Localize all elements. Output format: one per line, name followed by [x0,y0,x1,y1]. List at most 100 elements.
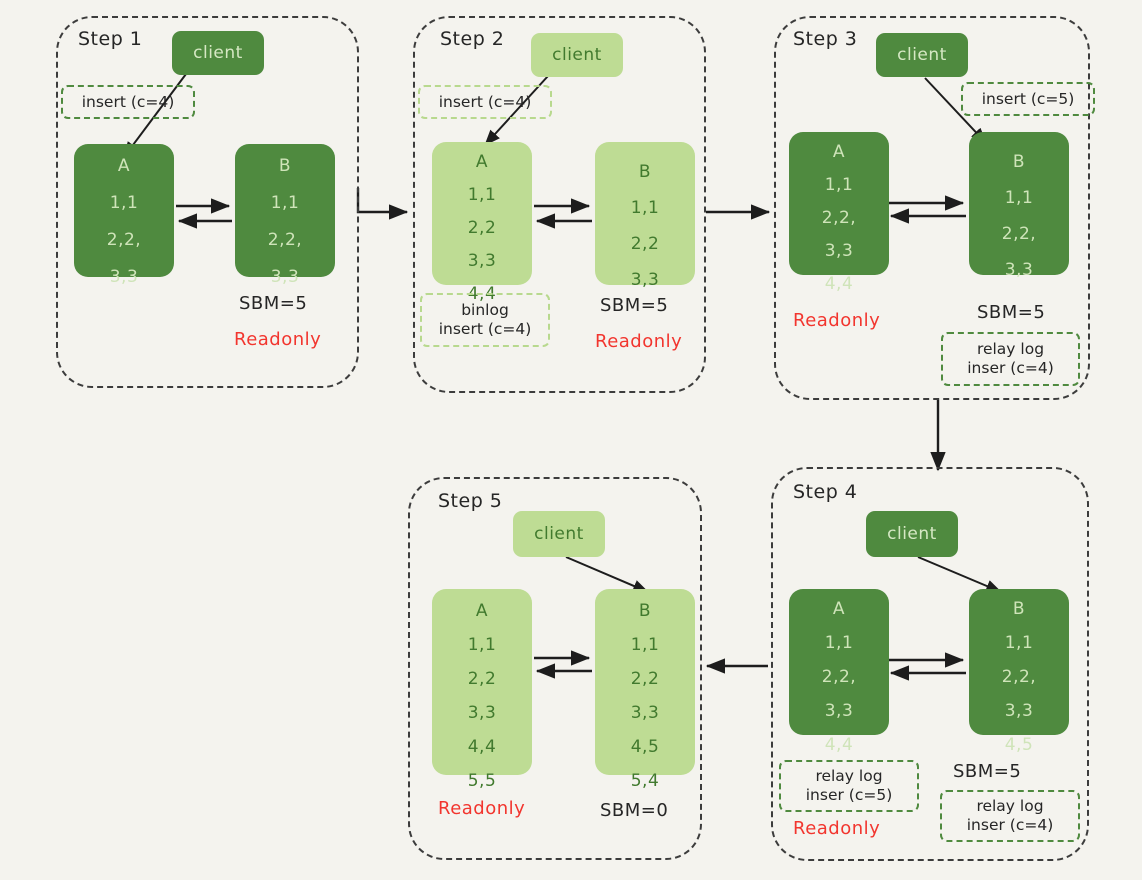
caption-readonly-step4: Readonly [793,818,881,839]
node-row: 2,2 [630,669,660,689]
node-label: B [1012,152,1026,172]
client-box-step2[interactable]: client [531,33,623,77]
node-a-step4[interactable]: A 1,1 2,2, 3,3 4,4 [789,589,889,754]
node-row: 2,2, [1001,224,1037,244]
node-row: 1,1 [1004,633,1034,653]
note-insert-step3: insert (c=5) [961,82,1095,116]
node-row: 1,1 [630,635,660,655]
node-b-step1[interactable]: B 1,1 2,2, 3,3 [235,144,335,286]
note-line: insert (c=4) [81,92,175,111]
node-row: 1,1 [109,193,139,213]
caption-readonly-step3: Readonly [793,310,881,331]
node-row: 3,3 [1004,701,1034,721]
node-a-step1[interactable]: A 1,1 2,2, 3,3 [74,144,174,286]
caption-sbm-step1: SBM=5 [239,293,308,314]
node-row: 4,5 [630,737,660,757]
node-label: B [1012,599,1026,619]
step-title-1: Step 1 [78,28,143,50]
note-relaylog-step3: relay log inser (c=4) [941,332,1080,386]
node-row: 4,5 [1004,735,1034,755]
node-row: 5,5 [467,771,497,791]
note-line: insert (c=4) [438,320,532,338]
node-row: 2,2, [821,208,857,228]
node-label: B [638,162,652,182]
node-row: 5,4 [630,771,660,791]
step-panel-4[interactable] [771,467,1089,861]
node-row: 3,3 [467,251,497,271]
note-line: insert (c=4) [438,92,532,111]
node-row: 1,1 [270,193,300,213]
note-line: relay log [976,797,1044,816]
node-row: 3,3 [270,267,300,287]
caption-sbm-step3: SBM=5 [977,302,1046,323]
node-row: 3,3 [467,703,497,723]
node-a-step5[interactable]: A 1,1 2,2 3,3 4,4 5,5 [432,589,532,790]
node-b-step2[interactable]: B 1,1 2,2 3,3 [595,142,695,289]
node-row: 3,3 [824,701,854,721]
note-relaylog-a-step4: relay log inser (c=5) [779,760,919,812]
caption-sbm-step2: SBM=5 [600,295,669,316]
client-box-step4[interactable]: client [866,511,958,557]
node-b-step3[interactable]: B 1,1 2,2, 3,3 [969,132,1069,279]
caption-readonly-step1: Readonly [234,329,322,350]
node-row: 2,2 [467,669,497,689]
node-a-step3[interactable]: A 1,1 2,2, 3,3 4,4 [789,132,889,293]
node-label: A [832,142,846,162]
note-relaylog-b-step4: relay log inser (c=4) [940,790,1080,842]
step-panel-5[interactable] [408,477,702,860]
client-box-step3[interactable]: client [876,33,968,77]
node-label: A [117,156,131,176]
node-row: 2,2 [467,218,497,238]
node-row: 3,3 [824,241,854,261]
node-row: 3,3 [1004,260,1034,280]
client-box-step5[interactable]: client [513,511,605,557]
note-binlog-step2: binlog insert (c=4) [420,293,550,347]
node-b-step5[interactable]: B 1,1 2,2 3,3 4,5 5,4 [595,589,695,790]
node-row: 1,1 [824,633,854,653]
node-label: A [832,599,846,619]
node-label: B [638,601,652,621]
note-line: insert (c=5) [981,89,1075,108]
caption-readonly-step5: Readonly [438,798,526,819]
node-row: 4,4 [824,274,854,294]
note-line: inser (c=4) [967,359,1054,377]
node-row: 4,4 [467,737,497,757]
node-a-step2[interactable]: A 1,1 2,2 3,3 4,4 [432,142,532,303]
caption-readonly-step2: Readonly [595,331,683,352]
step-title-3: Step 3 [793,28,858,50]
node-label: B [278,156,292,176]
node-row: 2,2, [106,230,142,250]
node-row: 2,2, [1001,667,1037,687]
note-insert-step2: insert (c=4) [418,85,552,119]
caption-sbm-step4: SBM=5 [953,761,1022,782]
node-row: 1,1 [467,635,497,655]
node-row: 1,1 [630,198,660,218]
arrow-step1-to-step2 [356,188,409,220]
step-title-4: Step 4 [793,481,858,503]
client-box-step1[interactable]: client [172,31,264,75]
node-row: 1,1 [824,175,854,195]
note-line: inser (c=5) [805,786,893,804]
node-label: A [475,152,489,172]
node-row: 2,2 [630,234,660,254]
node-row: 1,1 [467,185,497,205]
step-panel-3[interactable] [774,16,1090,400]
note-line: inser (c=4) [966,816,1054,834]
step-panel-1[interactable] [56,16,359,388]
caption-sbm-step5: SBM=0 [600,800,669,821]
node-row: 2,2, [267,230,303,250]
step-panel-2[interactable] [413,16,706,393]
note-line: relay log [976,340,1045,359]
node-b-step4[interactable]: B 1,1 2,2, 3,3 4,5 [969,589,1069,754]
node-row: 3,3 [630,703,660,723]
note-line: relay log [815,767,883,786]
step-title-2: Step 2 [440,28,505,50]
step-title-5: Step 5 [438,490,503,512]
node-row: 2,2, [821,667,857,687]
note-insert-step1: insert (c=4) [61,85,195,119]
node-label: A [475,601,489,621]
node-row: 1,1 [1004,188,1034,208]
node-row: 4,4 [824,735,854,755]
node-row: 3,3 [630,270,660,290]
